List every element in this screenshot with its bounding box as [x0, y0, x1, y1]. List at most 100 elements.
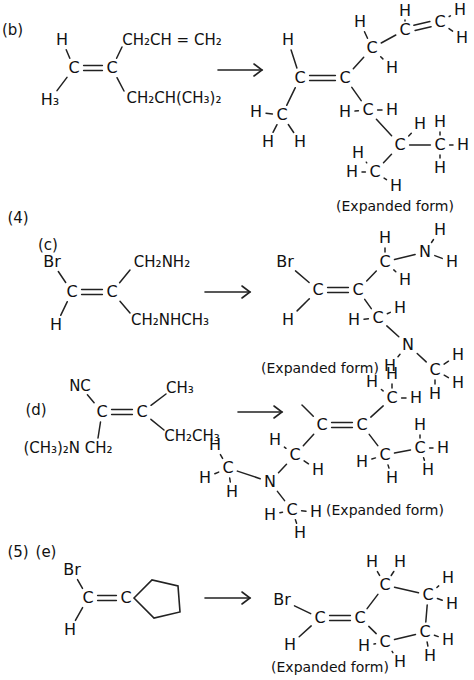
bond-line: [78, 580, 83, 589]
bond-line: [362, 171, 365, 173]
atom-symbol: H: [399, 272, 411, 288]
bond-line: [395, 587, 419, 593]
bond-line: [395, 634, 416, 639]
atom-symbol: C: [316, 417, 327, 433]
bond-line: [444, 361, 448, 364]
bond-line: [58, 272, 65, 283]
bond-line: [437, 586, 439, 588]
atom-symbol: C: [362, 102, 373, 118]
bond-line: [288, 125, 293, 133]
bond-line: [439, 155, 441, 158]
atom-symbol: C: [422, 587, 433, 603]
bond-line: [449, 29, 453, 32]
bond-line: [120, 301, 130, 313]
bond-line: [112, 414, 133, 416]
formula-group: CH₂CH = CH₂: [122, 33, 221, 48]
formula-group: CH₂NHCH₃: [131, 313, 209, 328]
bond-line: [371, 406, 383, 417]
part-number: (c): [38, 238, 58, 253]
atom-symbol: H: [209, 437, 221, 453]
atom-symbol: H: [437, 440, 449, 456]
form-note: (Expanded form): [261, 361, 379, 375]
atom-symbol: C: [379, 254, 390, 270]
atom-symbol: H: [386, 470, 398, 486]
atom-symbol: C: [379, 447, 390, 463]
atom-symbol: C: [434, 137, 445, 153]
bond-line: [432, 240, 434, 243]
bond-line: [381, 57, 383, 59]
cyclopentane-ring: [134, 580, 180, 618]
atom-symbol: H: [386, 60, 398, 76]
bond-line: [98, 600, 117, 602]
atom-symbol: C: [66, 284, 77, 300]
atom-symbol: H: [410, 390, 422, 406]
atom-symbol: H: [394, 554, 406, 570]
atom-symbol: H: [312, 462, 324, 478]
atom-symbol: H: [414, 116, 426, 132]
bond-line: [296, 271, 310, 283]
bond-line: [328, 287, 349, 289]
atom-symbol: H: [269, 432, 281, 448]
bond-line: [391, 572, 394, 576]
bond-line: [304, 461, 308, 464]
bond-line: [395, 450, 411, 453]
bond-line: [391, 651, 393, 652]
atom-symbol: C: [312, 282, 323, 298]
bond-line: [299, 626, 311, 637]
arrow: [238, 411, 282, 413]
bond-line: [367, 271, 377, 281]
bond-line: [57, 77, 67, 90]
bond-line: [439, 132, 441, 135]
bond-line: [82, 289, 103, 291]
atom-symbol: H: [366, 374, 378, 390]
form-note: (Expanded form): [271, 660, 389, 674]
atom-symbol: C: [399, 22, 410, 38]
bond-line: [284, 447, 286, 448]
bond-line: [151, 419, 164, 430]
bond-line: [84, 70, 103, 72]
atom-symbol: C: [369, 164, 380, 180]
atom-symbol: H: [294, 525, 306, 541]
bond-line: [381, 35, 396, 43]
bond-line: [332, 422, 353, 424]
atom-symbol: Br: [63, 562, 81, 578]
atom-symbol: Br: [43, 254, 61, 270]
atom-symbol: H: [262, 134, 274, 150]
atom-symbol: H: [366, 554, 378, 570]
part-number: (5): [7, 545, 28, 560]
atom-symbol: H: [386, 102, 398, 118]
bond-line: [353, 57, 363, 69]
bond-line: [266, 112, 272, 114]
atom-symbol: C: [286, 502, 297, 518]
bond-line: [82, 294, 103, 296]
atom-symbol: C: [289, 447, 300, 463]
atom-symbol: C: [68, 60, 79, 76]
bond-line: [98, 422, 101, 438]
atom-symbol: H: [199, 470, 211, 486]
atom-symbol: C: [120, 590, 131, 606]
bond-line: [220, 455, 222, 459]
formula-group: CH₃: [166, 381, 194, 396]
bond-line: [395, 255, 416, 260]
bond-line: [112, 409, 133, 411]
bond-line: [117, 78, 124, 91]
atom-symbol: C: [372, 310, 383, 326]
arrow-head: [274, 406, 282, 418]
atom-symbol: H: [434, 114, 446, 130]
bond-line: [98, 595, 117, 597]
bond-line: [117, 47, 122, 58]
atom-symbol: C: [429, 362, 440, 378]
atom-symbol: H: [379, 230, 391, 246]
atom-symbol: H: [456, 30, 468, 46]
arrow-head: [242, 286, 250, 298]
atom-symbol: H: [434, 160, 446, 176]
bond-line: [387, 312, 390, 313]
bond-line: [295, 520, 296, 523]
atom-symbol: H: [226, 484, 238, 500]
bond-line: [287, 88, 296, 106]
bond-line: [302, 405, 313, 416]
bond-line: [410, 144, 431, 146]
bond-line: [151, 394, 166, 405]
part-number: (e): [36, 545, 57, 560]
bond-line: [332, 427, 353, 429]
